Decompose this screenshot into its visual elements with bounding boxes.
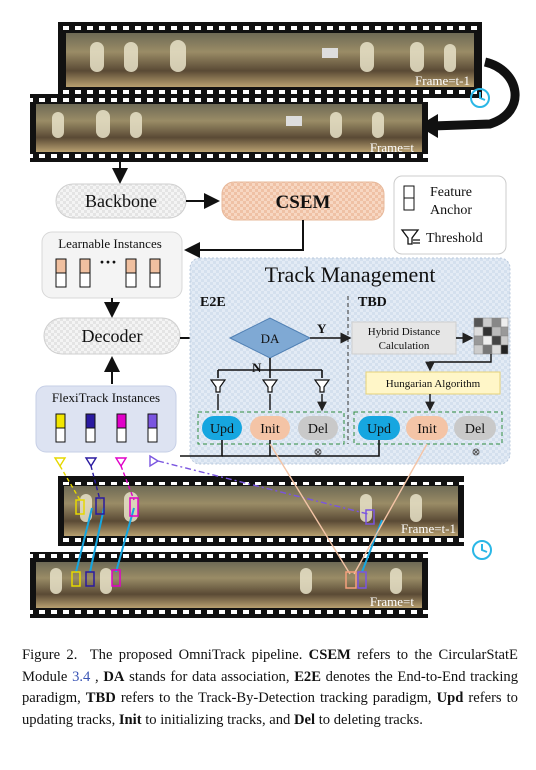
omnitrack-pipeline-diagram: Frame=t-1 Frame=t Backbone CSEM F bbox=[30, 22, 520, 618]
caption-init: Init bbox=[118, 711, 142, 728]
frame-label-bottom-curr: Frame=t bbox=[370, 594, 415, 609]
film-strip-top-prev bbox=[58, 22, 482, 98]
track-management-panel: Track Management E2E TBD DA Y N Upd Init bbox=[180, 257, 511, 465]
cost-matrix-icon bbox=[473, 317, 509, 355]
tbd-upd-button: Upd bbox=[358, 416, 400, 440]
caption-t8: to initializing tracks, and bbox=[145, 711, 291, 728]
legend-anchor: Anchor bbox=[430, 203, 472, 218]
csem-label: CSEM bbox=[276, 192, 331, 213]
caption-t6: refers to the Track-By-Detection trackin… bbox=[120, 690, 432, 706]
learnable-instances-block: Learnable Instances ··· bbox=[41, 231, 183, 299]
clock-icon-bottom bbox=[472, 540, 492, 560]
decoder-label: Decoder bbox=[82, 326, 143, 346]
tbd-init-button: Init bbox=[406, 416, 448, 440]
tbd-del-label: Del bbox=[465, 422, 485, 437]
caption-csem: CSEM bbox=[308, 647, 351, 663]
tbd-init-label: Init bbox=[417, 422, 437, 437]
caption-t3: , bbox=[95, 668, 99, 685]
caption-del: Del bbox=[294, 711, 316, 728]
e2e-init-button: Init bbox=[250, 416, 290, 440]
hungarian-block: Hungarian Algorithm bbox=[365, 371, 501, 395]
caption-t7: refers to updating tracks, bbox=[22, 690, 518, 728]
tracking-lines bbox=[59, 443, 428, 575]
tbd-upd-label: Upd bbox=[367, 422, 391, 437]
e2e-upd-button: Upd bbox=[202, 416, 242, 440]
e2e-upd-label: Upd bbox=[210, 422, 234, 437]
decoder-block: Decoder bbox=[43, 317, 181, 355]
caption-t1: The proposed OmniTrack pipeline. bbox=[89, 647, 303, 663]
e2e-del-button: Del bbox=[298, 416, 338, 440]
legend-threshold: Threshold bbox=[426, 231, 483, 246]
no-label: N bbox=[252, 360, 262, 375]
threshold-filter-icons bbox=[209, 379, 331, 393]
hybrid-distance-block: Hybrid Distance Calculation bbox=[351, 321, 457, 355]
legend: Feature Anchor Threshold bbox=[393, 175, 507, 255]
hungarian-label: Hungarian Algorithm bbox=[386, 378, 481, 390]
caption-t2: refers to the CircularStatE Module bbox=[22, 647, 518, 685]
caption-upd: Upd bbox=[436, 690, 464, 706]
e2e-del-label: Del bbox=[308, 422, 328, 437]
frame-label-top-curr: Frame=t bbox=[370, 140, 415, 155]
caption-t4: stands for data association, bbox=[129, 668, 290, 685]
caption-ref-link[interactable]: 3.4 bbox=[72, 668, 91, 685]
flexitrack-label: FlexiTrack Instances bbox=[52, 390, 160, 405]
instance-markers bbox=[53, 454, 160, 468]
film-strip-top-curr bbox=[30, 94, 428, 162]
caption-da: DA bbox=[103, 668, 125, 685]
figure-caption: Figure 2. The proposed OmniTrack pipelin… bbox=[22, 645, 518, 731]
caption-t5: denotes the End-to-End tracking paradigm… bbox=[22, 668, 518, 707]
film-strip-bottom-curr bbox=[30, 552, 428, 618]
tbd-del-button: Del bbox=[454, 416, 496, 440]
backbone-label: Backbone bbox=[85, 191, 157, 211]
e2e-label: E2E bbox=[200, 295, 226, 310]
hybrid-line1: Hybrid Distance bbox=[368, 326, 441, 338]
learnable-dots: ··· bbox=[99, 252, 117, 272]
threshold-icon bbox=[400, 229, 420, 245]
hybrid-line2: Calculation bbox=[379, 340, 430, 352]
delete-markers bbox=[314, 448, 480, 456]
caption-t9: to deleting tracks. bbox=[318, 711, 423, 728]
caption-tbd: TBD bbox=[85, 690, 116, 706]
flexitrack-instances-block: FlexiTrack Instances bbox=[35, 385, 177, 453]
frame-label-bottom-prev: Frame=t-1 bbox=[401, 521, 456, 536]
legend-feature: Feature bbox=[430, 185, 472, 200]
da-label: DA bbox=[261, 331, 280, 346]
learnable-label: Learnable Instances bbox=[58, 236, 162, 251]
frame-label-top-prev: Frame=t-1 bbox=[415, 73, 470, 88]
clock-icon bbox=[470, 88, 490, 108]
da-diamond: DA bbox=[228, 317, 312, 359]
track-management-title: Track Management bbox=[265, 262, 436, 287]
yes-label: Y bbox=[317, 321, 327, 336]
tbd-label: TBD bbox=[358, 295, 387, 310]
backbone-block: Backbone bbox=[55, 183, 187, 219]
detection-boxes bbox=[71, 497, 375, 589]
caption-e2e: E2E bbox=[294, 668, 321, 685]
e2e-init-label: Init bbox=[260, 422, 280, 437]
caption-figure-label: Figure 2. bbox=[22, 647, 78, 663]
csem-block: CSEM bbox=[221, 181, 385, 221]
